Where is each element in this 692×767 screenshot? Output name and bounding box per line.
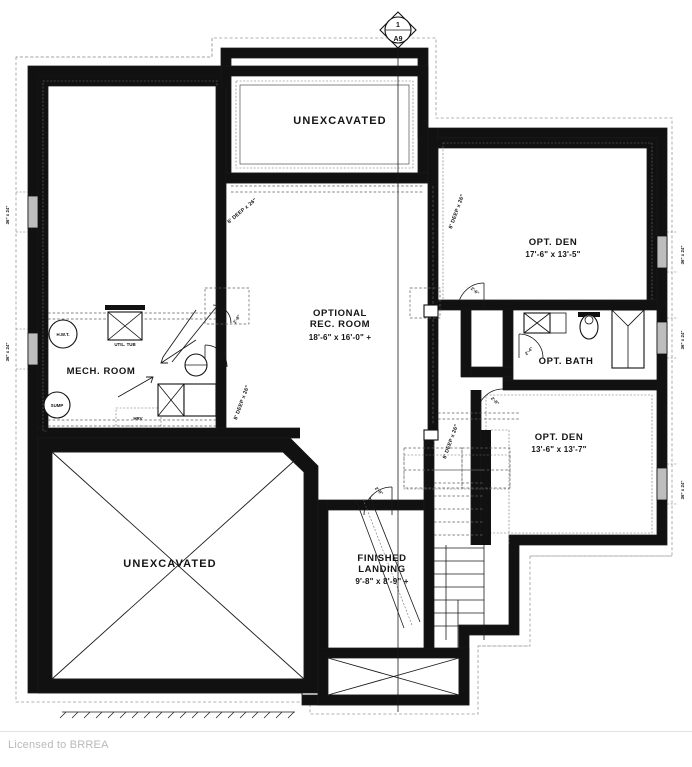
beam-bulkhead-dashes: [204, 185, 520, 545]
exterior-dashed-outline: [15, 37, 673, 715]
dim-opt-den-upper: 17'-6" x 13'-5": [525, 250, 580, 259]
window-left-lower: [27, 332, 39, 366]
label-unexcavated-top: UNEXCAVATED: [293, 115, 386, 127]
door-note-6: 2'-8": [374, 486, 384, 496]
label-mech-room: MECH. ROOM: [67, 366, 136, 377]
win-dim-left-upper: 36" x 24": [5, 206, 10, 225]
hrv-label: HRV: [133, 416, 142, 421]
staircase: [355, 430, 511, 648]
opt-bath-walls: [460, 310, 657, 391]
window-right-upper: [656, 235, 668, 269]
section-marker[interactable]: 1 A9: [379, 11, 417, 712]
room-labels: UNEXCAVATED UNEXCAVATED OPTIONAL REC. RO…: [67, 115, 594, 586]
door-swings: [204, 282, 544, 516]
corner-pads: [423, 304, 439, 441]
win-dim-right-upper: 36" x 24": [680, 246, 685, 265]
win-dim-left-lower: 36" x 24": [5, 343, 10, 362]
exterior-window-dimensions: 36" x 24" 36" x 24" 36" x 24" 36" x 24" …: [5, 206, 685, 500]
bottom-cold-room: [317, 647, 470, 706]
window-left-upper: [27, 195, 39, 229]
sump-pump-icon: [43, 391, 71, 419]
toilet-bowl-icon: [579, 314, 599, 340]
windows: [16, 191, 678, 505]
label-opt-den-upper: OPT. DEN: [529, 237, 578, 248]
rec-room-walls: [226, 128, 439, 430]
label-opt-bath: OPT. BATH: [539, 356, 594, 367]
footer-bar: Licensed to BRREA: [0, 731, 692, 762]
hot-water-tank-label: H.W.T.: [57, 332, 70, 337]
label-unexcavated-bottom: UNEXCAVATED: [123, 558, 216, 570]
section-marker-sheet: A9: [394, 36, 403, 43]
opt-den-upper-walls: [438, 137, 658, 311]
license-text: Licensed to BRREA: [8, 739, 109, 751]
dim-optional-rec-room: 18'-6" x 16'-0" +: [309, 333, 372, 342]
hot-water-tank-icon: [48, 319, 78, 349]
door-note-4: 2'-4": [524, 346, 534, 356]
door-width-notes: 2'-8" 2'-6" 2'-6" 2'-4" 2'-8" 2'-8": [216, 286, 534, 496]
window-right-mid: [656, 321, 668, 355]
window-right-lower: [656, 467, 668, 501]
mech-room-walls: [38, 76, 300, 683]
mech-room-fixtures: H.W.T. SUMP UTIL. TUB HRV: [43, 304, 219, 427]
label-optional-rec-room-line2: REC. ROOM: [310, 319, 370, 330]
dim-opt-den-lower: 13'-6" x 13'-7": [531, 445, 586, 454]
label-opt-den-lower: OPT. DEN: [535, 432, 584, 443]
label-finished-landing-line1: FINISHED: [357, 553, 406, 564]
air-handler-icon: [183, 383, 217, 417]
door-note-1: 2'-8": [232, 314, 242, 325]
hrv-icon: [115, 407, 162, 427]
label-optional-rec-room-line1: OPTIONAL: [313, 308, 367, 319]
door-note-3: 2'-6": [470, 286, 480, 296]
bath-fixtures: [523, 309, 645, 369]
sump-pump-label: SUMP: [51, 403, 64, 408]
utility-tub-label: UTIL. TUB: [114, 342, 135, 347]
label-finished-landing-line2: LANDING: [358, 564, 405, 575]
door-note-5: 2'-8": [490, 396, 500, 406]
dim-finished-landing: 9'-8" x 8'-9" +: [355, 577, 408, 586]
win-dim-right-mid: 36" x 24": [680, 331, 685, 350]
finished-landing-walls: [283, 438, 424, 648]
opt-den-lower-walls: [470, 390, 653, 545]
win-dim-right-lower: 36" x 24": [680, 481, 685, 500]
grade-hatch: [59, 711, 295, 719]
section-marker-number: 1: [396, 22, 400, 29]
door-note-2: 2'-6": [216, 354, 226, 365]
unexcavated-bottom-region: [37, 437, 319, 694]
